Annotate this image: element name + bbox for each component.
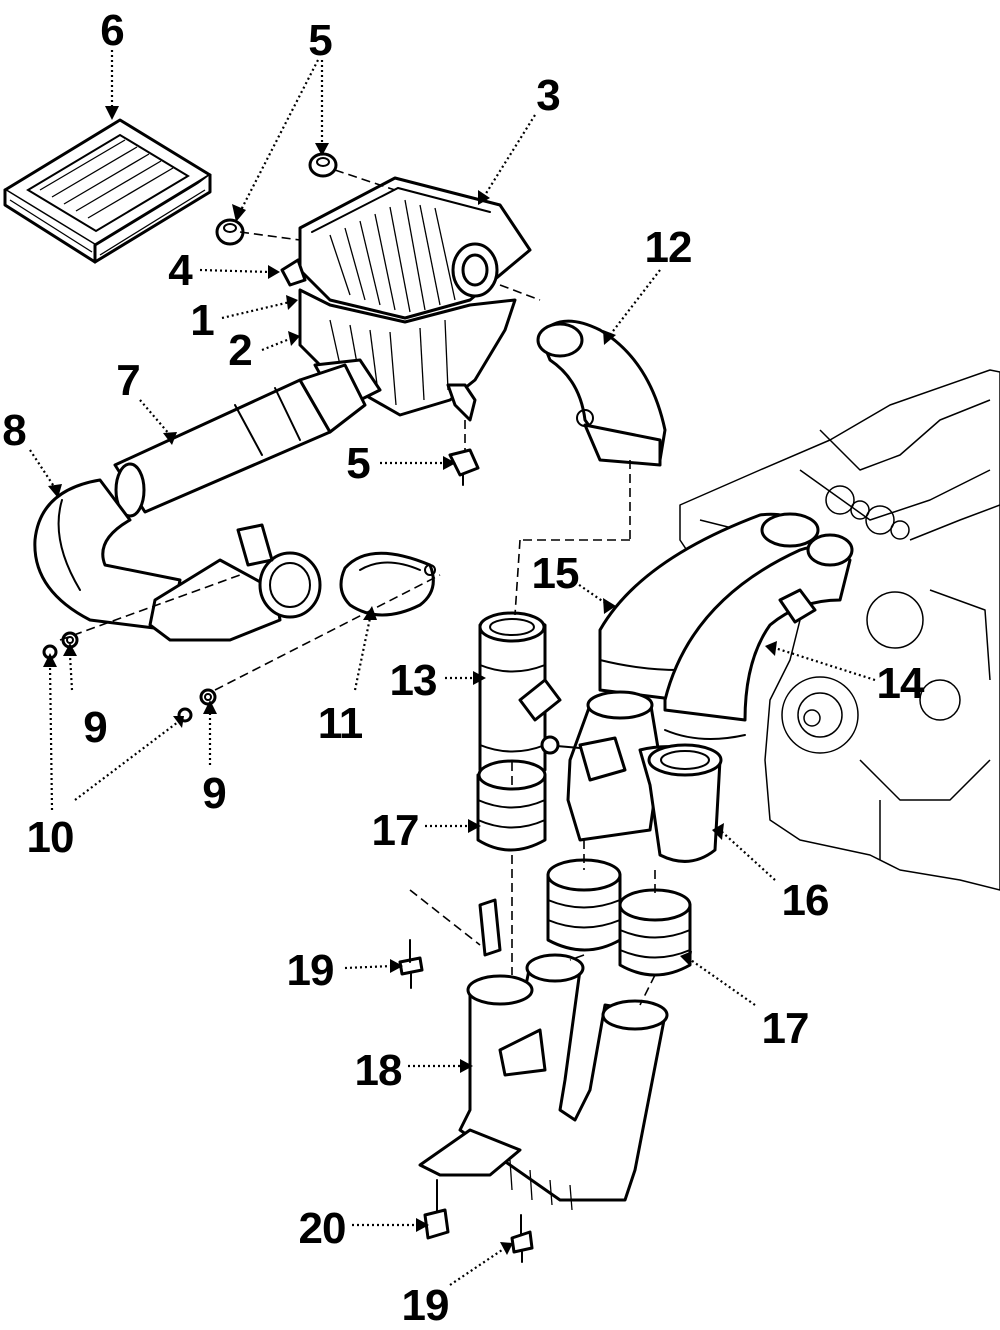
callout-9-lower: 9 bbox=[202, 769, 225, 818]
callout-15: 15 bbox=[532, 549, 579, 598]
callout-19-upper: 19 bbox=[287, 946, 334, 995]
arrowheads bbox=[43, 106, 777, 1255]
coupler-17-middle bbox=[546, 858, 622, 952]
callout-2: 2 bbox=[228, 326, 251, 375]
callout-18: 18 bbox=[355, 1046, 402, 1095]
duct-14 bbox=[663, 533, 854, 740]
callout-7: 7 bbox=[116, 356, 139, 405]
callout-8: 8 bbox=[2, 406, 26, 455]
pulley-icon bbox=[781, 676, 859, 754]
callout-labels: 6 5 3 4 1 2 12 7 8 5 15 13 14 9 11 9 10 … bbox=[2, 6, 926, 1330]
intake-plenum bbox=[418, 898, 669, 1211]
intake-duct bbox=[113, 363, 367, 518]
bolt-19-lower bbox=[510, 1214, 534, 1263]
nut-20 bbox=[423, 1179, 450, 1240]
intake-hose bbox=[33, 478, 182, 632]
throttle-body bbox=[540, 690, 723, 863]
grommet-lower bbox=[448, 448, 480, 486]
callout-19-lower: 19 bbox=[402, 1281, 449, 1330]
mass-air-flow-sensor bbox=[478, 611, 562, 779]
grommet-upper bbox=[308, 152, 338, 178]
assembly-guide-lines bbox=[59, 169, 656, 1006]
callout-5-top: 5 bbox=[308, 16, 332, 65]
callout-14: 14 bbox=[877, 659, 925, 708]
grommet-left bbox=[215, 218, 245, 246]
callout-17-right: 17 bbox=[762, 1004, 809, 1053]
callout-6: 6 bbox=[100, 6, 123, 55]
resonator bbox=[148, 523, 322, 642]
callout-3: 3 bbox=[536, 71, 559, 120]
callout-11: 11 bbox=[318, 699, 363, 748]
bolt-19-upper bbox=[398, 939, 424, 989]
coupler-17-left bbox=[476, 759, 547, 852]
duct-bracket bbox=[339, 551, 436, 617]
callout-9-upper: 9 bbox=[83, 703, 106, 752]
callout-10: 10 bbox=[27, 813, 74, 862]
callout-12: 12 bbox=[645, 223, 692, 272]
callout-20: 20 bbox=[299, 1204, 346, 1253]
callout-5-lower: 5 bbox=[346, 439, 370, 488]
callout-16: 16 bbox=[782, 876, 829, 925]
elbow-hose bbox=[536, 319, 667, 467]
washer-9-lower bbox=[199, 688, 217, 706]
air-filter-element bbox=[3, 118, 212, 264]
leader-lines bbox=[29, 50, 876, 1286]
callout-4: 4 bbox=[168, 246, 193, 295]
coupler-17-right bbox=[618, 888, 692, 977]
callout-1: 1 bbox=[190, 296, 214, 345]
callout-17-left: 17 bbox=[372, 806, 419, 855]
callout-13: 13 bbox=[390, 656, 437, 705]
